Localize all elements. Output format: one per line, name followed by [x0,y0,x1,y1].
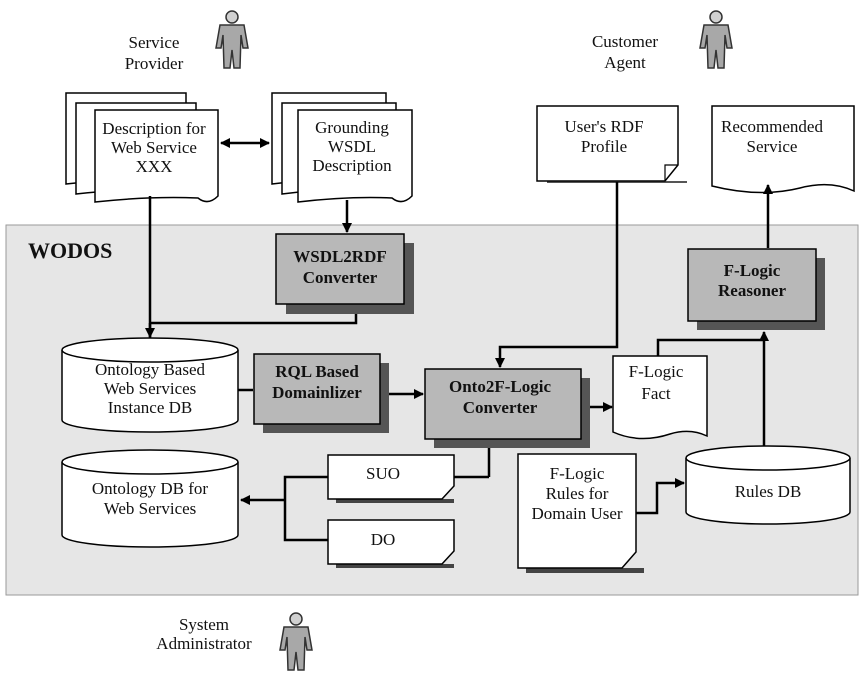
instance-db: Ontology Based Web Services Instance DB [61,337,239,433]
wsdl2rdf-to-instance-db-link [150,314,358,325]
domainlizer-line2: Domainlizer [272,383,362,402]
flogic-reasoner: F-Logic Reasoner [687,248,825,330]
customer-agent-actor: Customer Agent [592,10,733,72]
rql-domainlizer: RQL Based Domainlizer [253,353,389,433]
rules-db-label: Rules DB [735,482,802,501]
system-administrator-actor: System Administrator [156,612,313,671]
suo-label: SUO [366,464,400,483]
flogic-fact-document: F-Logic Fact [612,355,708,440]
description-line3: XXX [136,157,173,176]
instance-db-line3: Instance DB [108,398,193,417]
customer-agent-label-line2: Agent [604,53,646,72]
flogic-rules-document: F-Logic Rules for Domain User [517,453,644,573]
grounding-line2: WSDL [328,137,376,156]
rules-doc-to-rules-db-arrow [636,478,685,515]
grounding-line3: Description [312,156,392,175]
rules-db: Rules DB [685,445,851,525]
rules-doc-line1: F-Logic [550,464,605,483]
rules-doc-line3: Domain User [531,504,622,523]
ontology-db: Ontology DB for Web Services [61,449,239,548]
description-line2: Web Service [111,138,197,157]
onto2flogic-line1: Onto2F-Logic [449,377,551,396]
ontology-db-line1: Ontology DB for [92,479,209,498]
suo-do-bracket [283,475,328,542]
instance-db-line1: Ontology Based [95,360,206,379]
wsdl2rdf-line1: WSDL2RDF [293,247,387,266]
onto2flogic-converter: Onto2F-Logic Converter [424,368,590,448]
customer-agent-label-line1: Customer [592,32,658,51]
user-profile-line2: Profile [581,137,627,156]
service-provider-person-icon [215,10,249,69]
user-profile-line1: User's RDF [564,117,643,136]
wsdl2rdf-line2: Converter [303,268,378,287]
wsdl2rdf-converter: WSDL2RDF Converter [275,233,414,314]
service-provider-label-line2: Provider [125,54,184,73]
onto2flogic-line2: Converter [463,398,538,417]
reasoner-line2: Reasoner [718,281,786,300]
system-administrator-label-line2: Administrator [156,634,252,653]
connectors [145,138,773,542]
grounding-line1: Grounding [315,118,389,137]
profile-to-onto2flogic-arrow [495,182,619,368]
instance-db-line2: Web Services [104,379,197,398]
ontology-db-line2: Web Services [104,499,197,518]
description-line1: Description for [102,119,206,138]
grounding-wsdl-document: Grounding WSDL Description [271,92,413,203]
fact-to-reasoner-link [656,338,764,356]
service-provider-label-line1: Service [129,33,180,52]
do-label: DO [371,530,396,549]
recommended-service-document: Recommended Service [711,105,855,194]
wodos-label: WODOS [28,238,112,263]
reasoner-line1: F-Logic [724,261,781,280]
user-rdf-profile-document: User's RDF Profile [536,105,687,183]
service-provider-actor: Service Provider [125,10,249,73]
domainlizer-line1: RQL Based [275,362,359,381]
customer-agent-person-icon [699,10,733,69]
recommended-line1: Recommended [721,117,823,136]
system-administrator-person-icon [279,612,313,671]
description-document: Description for Web Service XXX [65,92,219,203]
system-administrator-label-line1: System [179,615,229,634]
recommended-line2: Service [747,137,798,156]
fact-line1: F-Logic [629,362,684,381]
do-document: DO [327,519,455,568]
fact-line2: Fact [641,384,671,403]
rules-doc-line2: Rules for [546,484,609,503]
suo-document: SUO [327,454,455,503]
